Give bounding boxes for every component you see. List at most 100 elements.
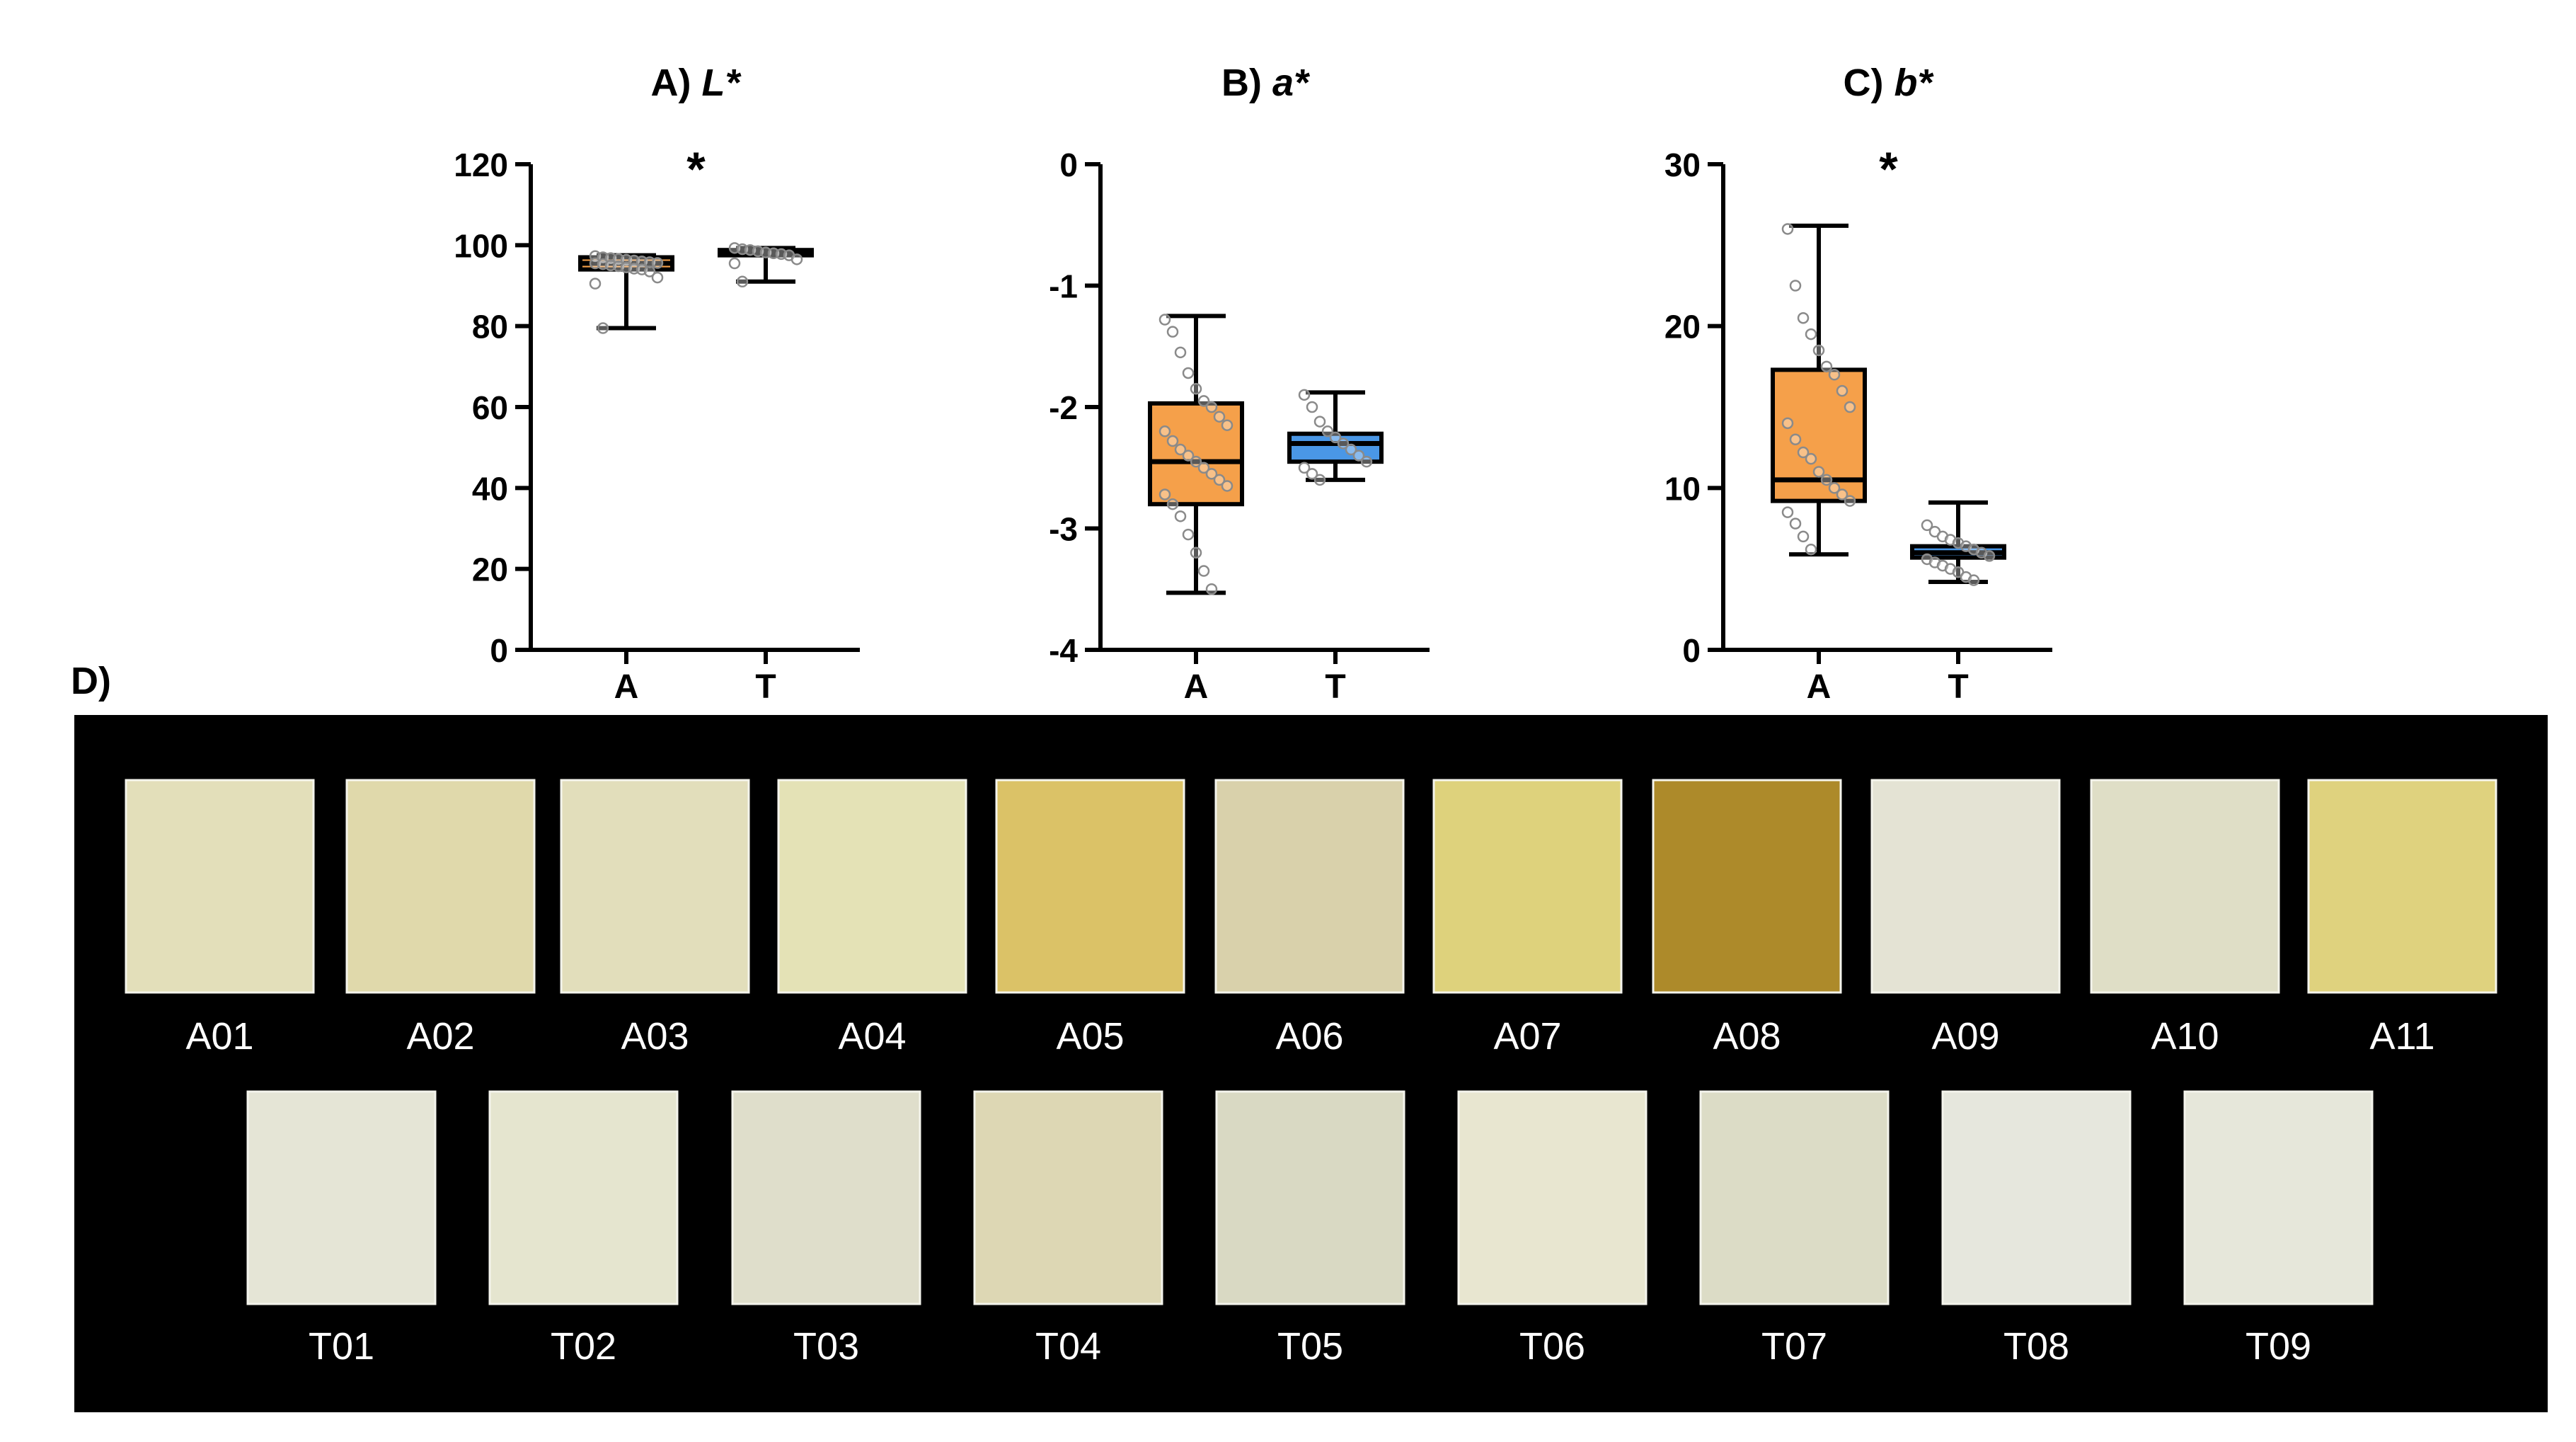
swatch-label: T02 <box>551 1325 616 1368</box>
swatch-label: A08 <box>1713 1015 1781 1058</box>
swatch-color <box>1941 1090 2132 1305</box>
y-tick-label: 0 <box>490 632 508 669</box>
swatch-color <box>1870 779 2061 994</box>
data-point <box>1306 401 1318 413</box>
data-point <box>1190 547 1202 559</box>
box-T <box>1910 500 2006 586</box>
box-A <box>1148 314 1244 595</box>
swatch-color <box>560 779 750 994</box>
y-tick-label: 60 <box>472 389 508 426</box>
data-point <box>1781 506 1794 518</box>
box-T <box>718 242 814 288</box>
data-point <box>1197 565 1210 577</box>
data-point <box>651 271 664 284</box>
chart-title: C) b* <box>1844 62 1935 104</box>
swatch-t09: T09 <box>2183 1090 2374 1368</box>
box-T <box>1287 389 1384 486</box>
x-tick-label: A <box>1807 668 1832 706</box>
data-point <box>1789 517 1802 530</box>
swatch-t03: T03 <box>731 1090 921 1368</box>
data-point <box>1190 455 1202 468</box>
data-point <box>643 265 656 277</box>
title-letter: C) <box>1844 62 1894 104</box>
swatch-a02: A02 <box>345 779 536 1058</box>
data-point <box>1337 437 1350 450</box>
data-point <box>651 257 664 269</box>
swatch-color <box>2183 1090 2374 1305</box>
swatch-label: A04 <box>838 1015 906 1058</box>
data-point <box>1182 528 1195 541</box>
swatch-a08: A08 <box>1652 779 1842 1058</box>
data-point <box>1158 425 1171 437</box>
x-tick-label: T <box>1948 668 1968 706</box>
swatch-color <box>1457 1090 1648 1305</box>
data-point <box>1197 462 1210 474</box>
y-tick-label: 20 <box>472 551 508 588</box>
data-point <box>1313 416 1326 428</box>
data-point <box>1805 452 1817 465</box>
swatch-label: A11 <box>2369 1015 2434 1058</box>
swatch-label: T06 <box>1519 1325 1585 1368</box>
swatch-color <box>246 1090 437 1305</box>
y-tick-label: 10 <box>1664 470 1701 507</box>
swatch-label: A10 <box>2151 1015 2219 1058</box>
data-point <box>1213 474 1226 486</box>
data-point <box>1221 480 1234 492</box>
swatch-color <box>1215 1090 1405 1305</box>
data-point <box>1166 326 1179 338</box>
data-point <box>1306 468 1318 480</box>
swatch-color <box>1699 1090 1890 1305</box>
data-point <box>1213 411 1226 423</box>
y-tick-label: 120 <box>454 147 508 183</box>
swatch-label: T01 <box>309 1325 374 1368</box>
y-tick-label: -1 <box>1049 268 1078 305</box>
swatch-t07: T07 <box>1699 1090 1890 1368</box>
swatch-t06: T06 <box>1457 1090 1648 1368</box>
y-tick-label: 20 <box>1664 309 1701 345</box>
swatch-color <box>1214 779 1405 994</box>
swatch-label: T09 <box>2246 1325 2311 1368</box>
title-variable: b* <box>1894 62 1934 104</box>
box-A <box>1771 223 1867 557</box>
data-point <box>1805 543 1817 556</box>
significance-marker: * <box>686 142 706 196</box>
data-point <box>1812 466 1825 478</box>
data-point <box>1921 519 1933 532</box>
data-point <box>1174 346 1187 359</box>
swatch-a06: A06 <box>1214 779 1405 1058</box>
data-point <box>1182 367 1195 379</box>
swatch-a01: A01 <box>125 779 315 1058</box>
data-point <box>1221 419 1234 431</box>
swatch-label: A02 <box>406 1015 474 1058</box>
data-point <box>1844 401 1856 413</box>
swatch-color <box>1652 779 1842 994</box>
data-point <box>1828 482 1841 494</box>
data-point <box>1166 435 1179 447</box>
swatch-color <box>345 779 536 994</box>
data-point <box>1321 425 1334 437</box>
box-A <box>578 250 674 334</box>
swatch-label: A07 <box>1493 1015 1561 1058</box>
y-tick-label: -2 <box>1049 389 1078 426</box>
y-tick-label: 0 <box>1059 147 1078 183</box>
data-point <box>1298 389 1311 401</box>
significance-marker: * <box>1879 142 1898 196</box>
swatch-label: T05 <box>1277 1325 1343 1368</box>
data-point <box>728 257 741 270</box>
swatch-a09: A09 <box>1870 779 2061 1058</box>
data-point <box>1820 474 1833 486</box>
swatch-label: A09 <box>1931 1015 1999 1058</box>
data-point <box>1820 360 1833 373</box>
data-point <box>1781 417 1794 430</box>
title-letter: B) <box>1221 62 1272 104</box>
data-point <box>1205 468 1218 480</box>
data-point <box>597 322 609 334</box>
title-variable: L* <box>701 62 742 104</box>
x-tick-label: A <box>614 668 639 706</box>
data-point <box>1174 443 1187 456</box>
